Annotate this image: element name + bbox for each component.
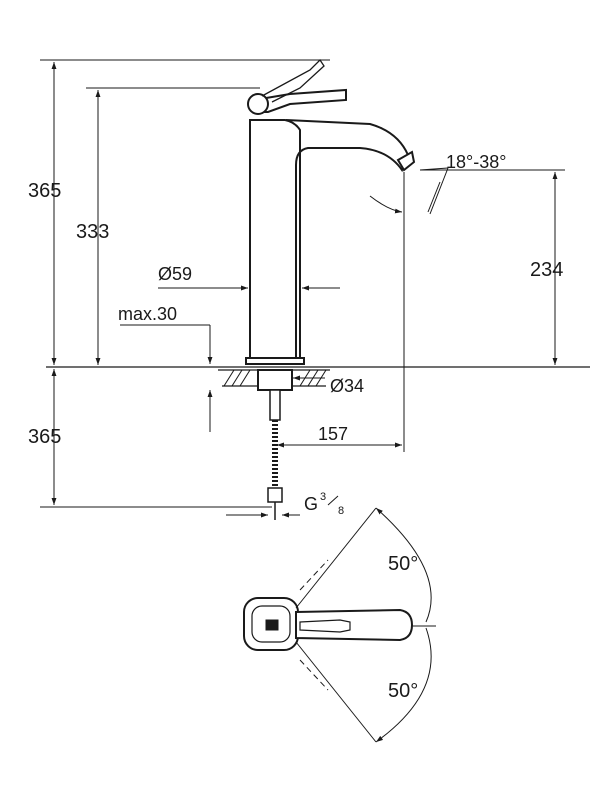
- dimension-labels: 365 333 234 Ø59 max.30 Ø34 365 157 G 3 8…: [28, 152, 563, 702]
- label-spout-height: 333: [76, 221, 109, 243]
- label-connection-g: G: [304, 494, 318, 514]
- threaded-stud: [269, 389, 281, 421]
- label-connection-den: 8: [338, 505, 344, 517]
- label-spout-reach: 157: [318, 424, 348, 444]
- base-flange: [245, 357, 305, 365]
- supply-hose: [267, 420, 283, 520]
- countertop-section: [46, 366, 590, 421]
- faucet-spout-outline: [285, 119, 410, 362]
- label-lever-angle-down: 50°: [388, 680, 418, 702]
- plan-lever: [295, 608, 414, 642]
- faucet-side-view: [245, 58, 416, 365]
- dimension-lines: [40, 59, 565, 518]
- label-connection-num: 3: [320, 491, 326, 503]
- faucet-plan-view: [243, 507, 436, 743]
- label-lever-angle-up: 50°: [388, 553, 418, 575]
- cartridge-cap: [247, 93, 269, 115]
- mounting-nut: [257, 369, 293, 391]
- aerator: [396, 150, 416, 172]
- faucet-body-outline: [249, 119, 301, 362]
- label-total-height: 365: [28, 180, 61, 202]
- label-hose-length: 365: [28, 426, 61, 448]
- label-body-diameter: Ø59: [158, 264, 192, 284]
- label-mount-hole: Ø34: [330, 376, 364, 396]
- lever-raised-phantom: [261, 58, 325, 103]
- label-outlet-height: 234: [530, 259, 563, 281]
- label-max-deck: max.30: [118, 304, 177, 324]
- label-aerator-angle: 18°-38°: [446, 152, 506, 172]
- fraction-slash: [327, 495, 339, 506]
